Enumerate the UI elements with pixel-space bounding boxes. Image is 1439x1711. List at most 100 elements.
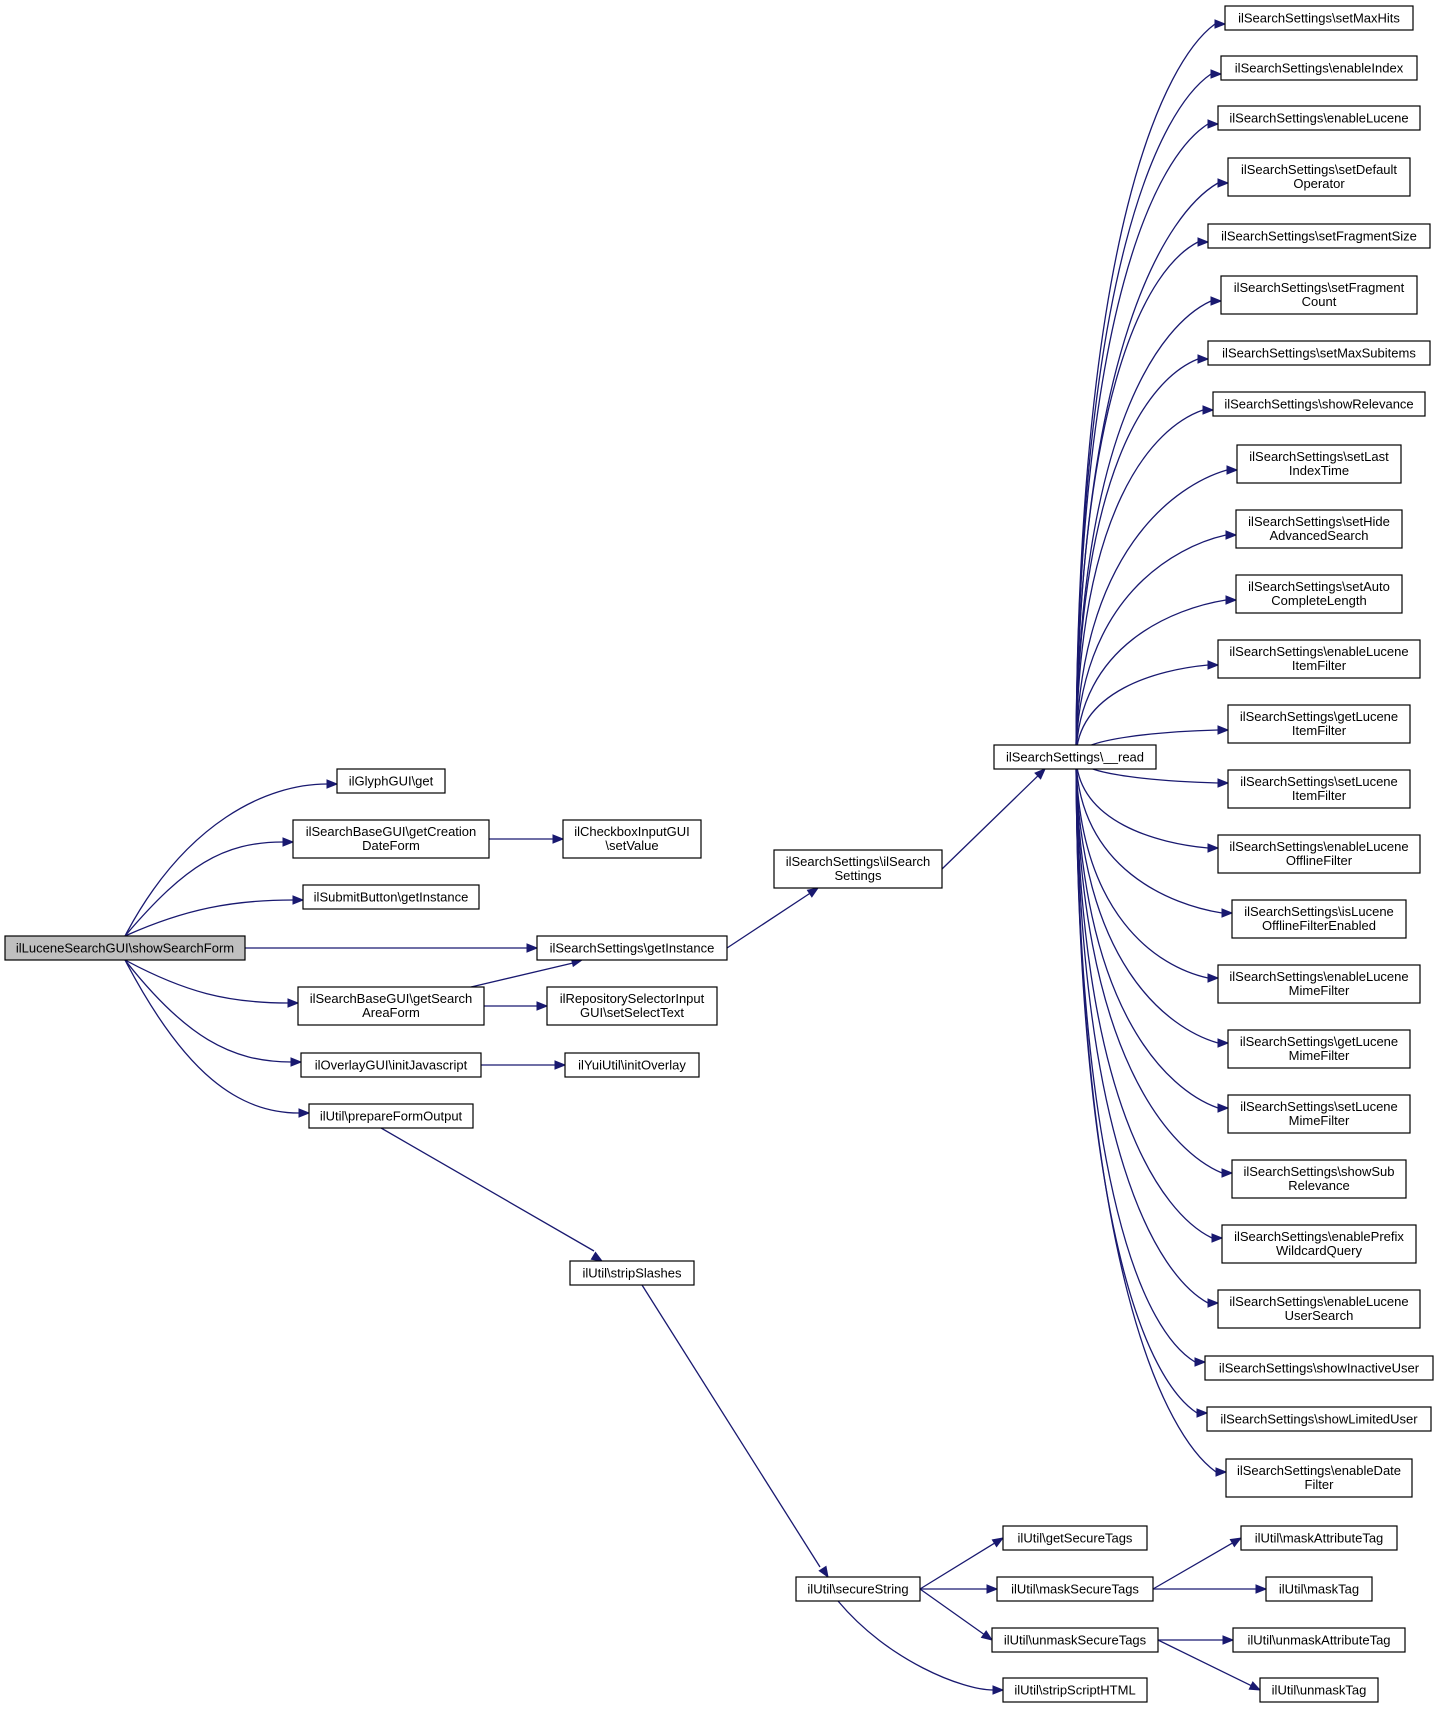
node-label: ilSearchSettings\setFragmentSize	[1221, 229, 1417, 244]
edge-line	[124, 959, 289, 1004]
node-secure[interactable]: ilUtil\secureString	[795, 1576, 921, 1602]
edge-arrowhead	[992, 1685, 1005, 1695]
node-label: OfflineFilterEnabled	[1262, 918, 1376, 933]
node-yui[interactable]: ilYuiUtil\initOverlay	[564, 1052, 700, 1078]
edge-arrowhead	[1221, 1168, 1234, 1178]
node-box	[1221, 1224, 1417, 1264]
edge-read-r21	[1075, 756, 1224, 1243]
node-label: ilSearchSettings\showLimitedUser	[1220, 1412, 1418, 1427]
node-glyph[interactable]: ilGlyphGUI\get	[336, 768, 446, 794]
edge-line	[124, 783, 328, 937]
edge-read-r3	[1075, 119, 1220, 758]
edge-overlay-yui	[481, 1060, 567, 1070]
node-r8[interactable]: ilSearchSettings\showRelevance	[1212, 391, 1426, 417]
node-label: Relevance	[1288, 1178, 1349, 1193]
node-submit[interactable]: ilSubmitButton\getInstance	[302, 884, 480, 910]
node-root[interactable]: ilLuceneSearchGUI\showSearchForm	[4, 935, 246, 961]
edge-line	[641, 1284, 821, 1568]
node-repo[interactable]: ilRepositorySelectorInputGUI\setSelectTe…	[546, 986, 718, 1026]
edge-unmasksec-unmasktag	[1157, 1639, 1262, 1691]
node-unmasktag[interactable]: ilUtil\unmaskTag	[1259, 1677, 1379, 1703]
node-r21[interactable]: ilSearchSettings\enablePrefixWildcardQue…	[1221, 1224, 1417, 1264]
node-prepare[interactable]: ilUtil\prepareFormOutput	[308, 1103, 474, 1129]
node-box	[546, 986, 718, 1026]
node-getinst[interactable]: ilSearchSettings\getInstance	[536, 935, 728, 961]
node-r3[interactable]: ilSearchSettings\enableLucene	[1217, 105, 1421, 131]
node-label: ilSearchSettings\setFragment	[1234, 280, 1405, 295]
edge-getinst-ctor	[726, 887, 820, 949]
node-r24[interactable]: ilSearchSettings\showLimitedUser	[1206, 1406, 1432, 1432]
node-checkbox[interactable]: ilCheckboxInputGUI\setValue	[562, 819, 702, 859]
edge-arrowhead	[298, 1108, 311, 1118]
node-label: GUI\setSelectText	[580, 1005, 684, 1020]
node-label: ilUtil\secureString	[807, 1582, 908, 1597]
edge-line	[919, 1542, 995, 1590]
edge-line	[1152, 1542, 1233, 1590]
node-label: MimeFilter	[1289, 1048, 1350, 1063]
edge-line	[1075, 599, 1227, 758]
node-box	[1207, 223, 1431, 249]
node-label: ilSearchSettings\showInactiveUser	[1219, 1361, 1420, 1376]
edge-line	[1075, 756, 1209, 849]
node-script[interactable]: ilUtil\stripScriptHTML	[1002, 1677, 1148, 1703]
edge-arrowhead	[1210, 296, 1223, 306]
edge-line	[470, 962, 574, 988]
node-r1[interactable]: ilSearchSettings\setMaxHits	[1224, 5, 1414, 31]
node-r16[interactable]: ilSearchSettings\isLuceneOfflineFilterEn…	[1231, 899, 1407, 939]
edge-arrowhead	[526, 943, 539, 953]
edge-read-r22	[1075, 756, 1220, 1308]
edge-arrowhead	[282, 837, 295, 847]
node-overlay[interactable]: ilOverlayGUI\initJavascript	[300, 1052, 482, 1078]
node-unmasksec[interactable]: ilUtil\unmaskSecureTags	[991, 1627, 1159, 1653]
edge-arrowhead	[986, 1584, 999, 1594]
node-maskattr[interactable]: ilUtil\maskAttributeTag	[1240, 1525, 1398, 1551]
node-r7[interactable]: ilSearchSettings\setMaxSubitems	[1207, 340, 1431, 366]
node-getsec[interactable]: ilUtil\getSecureTags	[1002, 1525, 1148, 1551]
edge-read-r10	[1075, 530, 1238, 758]
node-r23[interactable]: ilSearchSettings\showInactiveUser	[1204, 1355, 1434, 1381]
node-box	[1259, 1677, 1379, 1703]
edge-area-getinst	[470, 957, 584, 988]
node-label: DateForm	[362, 838, 420, 853]
edge-line	[1075, 756, 1219, 1044]
node-box	[1227, 769, 1411, 809]
edge-arrowhead	[287, 998, 300, 1008]
edge-arrowhead	[1207, 660, 1220, 670]
node-label: ilCheckboxInputGUI	[574, 824, 690, 839]
node-r5[interactable]: ilSearchSettings\setFragmentSize	[1207, 223, 1431, 249]
node-r2[interactable]: ilSearchSettings\enableIndex	[1220, 55, 1418, 81]
node-label: ItemFilter	[1292, 658, 1347, 673]
node-box	[1227, 1094, 1411, 1134]
node-masktag[interactable]: ilUtil\maskTag	[1265, 1576, 1373, 1602]
edge-root-getinst	[245, 943, 539, 953]
edge-line	[1075, 123, 1209, 758]
node-label: AreaForm	[362, 1005, 420, 1020]
edge-arrowhead	[1215, 1467, 1228, 1477]
node-ctor[interactable]: ilSearchSettings\ilSearchSettings	[773, 849, 943, 889]
node-label: MimeFilter	[1289, 1113, 1350, 1128]
edge-arrowhead	[1207, 973, 1220, 983]
node-masksec[interactable]: ilUtil\maskSecureTags	[996, 1576, 1154, 1602]
edge-unmasksec-unmaskattr	[1158, 1635, 1235, 1645]
node-read[interactable]: ilSearchSettings\__read	[993, 744, 1157, 770]
node-unmaskattr[interactable]: ilUtil\unmaskAttributeTag	[1232, 1627, 1406, 1653]
node-r15[interactable]: ilSearchSettings\enableLuceneOfflineFilt…	[1217, 834, 1421, 874]
node-strip[interactable]: ilUtil\stripSlashes	[569, 1260, 695, 1286]
